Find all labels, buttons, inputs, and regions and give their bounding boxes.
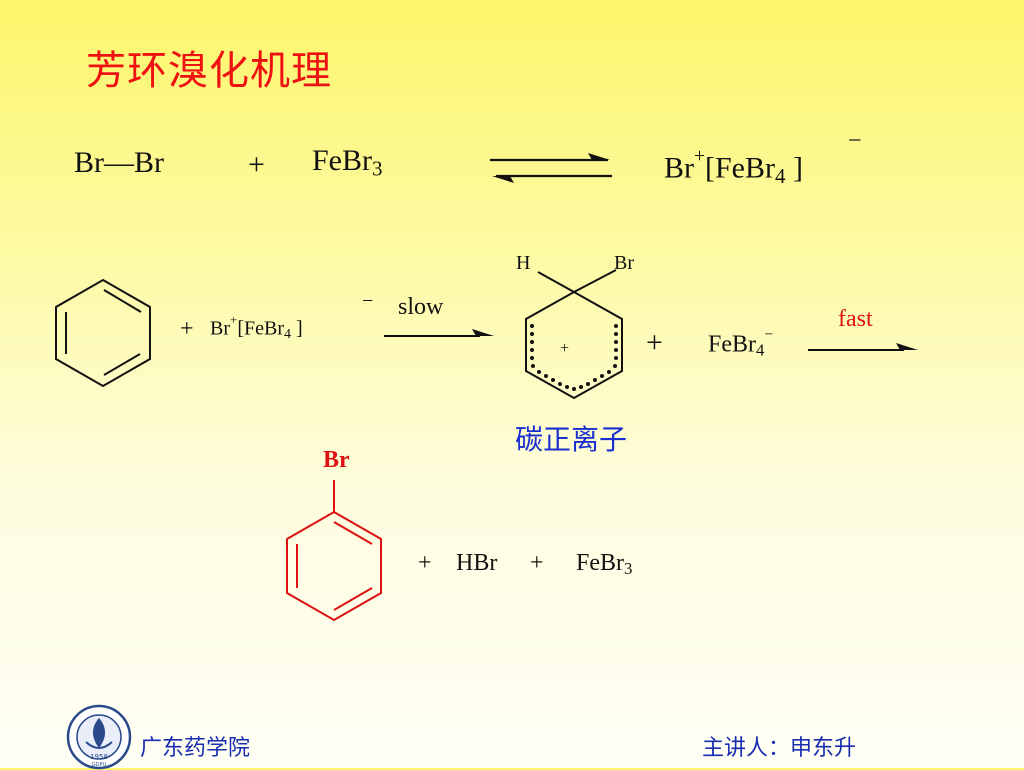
reaction1-plus: + [248, 148, 265, 181]
product-complex-charge: − [848, 128, 862, 154]
reaction2-plus: + [180, 316, 194, 342]
lecturer-name: 主讲人：申东升 [702, 736, 857, 761]
school-logo-icon: 1958 GDPU [66, 704, 132, 770]
carbocation-structure [525, 269, 623, 400]
carbocation-label: 碳正离子 [515, 423, 628, 456]
fast-arrow [808, 343, 918, 351]
bromobenzene-structure [286, 480, 382, 622]
reactant-br2: Br—Br [74, 146, 164, 179]
fast-label: fast [838, 306, 873, 332]
slow-label: slow [398, 294, 444, 320]
svg-text:1958: 1958 [90, 753, 108, 761]
slow-arrow [384, 329, 494, 337]
slide-title: 芳环溴化机理 [86, 48, 332, 94]
febr3-product: FeBr3 [576, 550, 633, 579]
ring-charge: + [560, 340, 570, 357]
label-h: H [516, 252, 531, 274]
electrophile-charge: − [362, 290, 374, 312]
product-br-cation-complex: Br+[FeBr4 ] [664, 146, 803, 188]
febr4-anion: FeBr4− [708, 326, 774, 360]
equilibrium-arrow [490, 153, 612, 183]
benzene-structure [55, 278, 151, 388]
reaction2-plus-2: + [646, 326, 663, 359]
reactant-febr3: FeBr3 [312, 144, 383, 181]
electrophile-complex: Br+[FeBr4 ] [210, 312, 303, 342]
reaction3-plus-2: + [530, 550, 544, 576]
bromobenzene-br-label: Br [323, 447, 350, 473]
svg-text:GDPU: GDPU [92, 762, 107, 768]
hbr: HBr [456, 550, 498, 576]
school-name: 广东药学院 [140, 736, 251, 761]
label-br: Br [614, 252, 634, 274]
reaction3-plus-1: + [418, 550, 432, 576]
